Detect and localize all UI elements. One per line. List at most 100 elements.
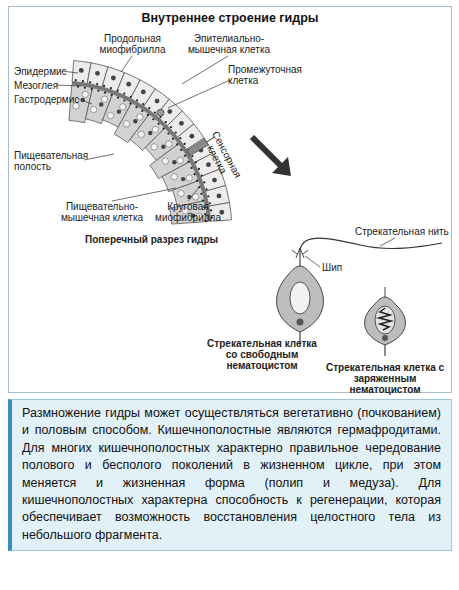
longitudinal-myofibril <box>82 80 84 82</box>
vacuole <box>137 114 143 120</box>
longitudinal-myofibril <box>201 175 203 177</box>
vacuole <box>177 157 183 163</box>
nucleus <box>148 131 152 135</box>
longitudinal-myofibril <box>75 79 77 81</box>
vacuole <box>101 96 107 102</box>
circular-myofibril <box>141 110 143 112</box>
longitudinal-myofibril <box>209 202 211 204</box>
part-label: Шип <box>322 262 352 273</box>
circular-myofibril <box>147 114 149 116</box>
circular-myofibril <box>117 96 119 98</box>
longitudinal-myofibril <box>191 155 193 157</box>
cnidocyte-free <box>277 238 442 346</box>
nucleus <box>161 145 165 149</box>
nucleus <box>133 119 137 123</box>
part-label: Гастродермис <box>14 94 84 105</box>
nucleus <box>95 71 100 76</box>
nucleus <box>155 99 160 104</box>
cnidocyte-charged <box>365 287 406 356</box>
nucleus <box>141 89 146 94</box>
longitudinal-myofibril <box>142 103 144 105</box>
longitudinal-myofibril <box>210 209 212 211</box>
circular-myofibril <box>84 87 86 89</box>
direction-arrow <box>252 137 291 176</box>
hydra-section <box>69 61 232 225</box>
circular-myofibril <box>158 123 160 125</box>
longitudinal-myofibril <box>110 87 112 89</box>
longitudinal-myofibril <box>198 168 200 170</box>
nucleus <box>172 160 176 164</box>
circular-myofibril <box>176 143 178 145</box>
vacuole <box>171 173 177 179</box>
longitudinal-myofibril <box>117 90 119 92</box>
circular-myofibril <box>163 127 165 129</box>
part-label: Пищевательно-мышечная клетка <box>58 201 146 223</box>
part-label: Пищевательная полость <box>14 150 86 172</box>
circular-myofibril <box>196 180 198 182</box>
longitudinal-myofibril <box>96 83 98 85</box>
vacuole <box>162 158 168 164</box>
longitudinal-myofibril <box>103 85 105 87</box>
longitudinal-myofibril <box>203 181 205 183</box>
part-label: Поперечный разрез гидры <box>85 234 225 245</box>
vacuole <box>82 91 88 97</box>
nucleus <box>126 82 131 87</box>
nucleus <box>217 194 222 199</box>
nucleus <box>117 109 121 113</box>
longitudinal-myofibril <box>195 161 197 163</box>
part-label: Продольная миофибрилла <box>95 33 170 55</box>
longitudinal-myofibril <box>207 195 209 197</box>
longitudinal-myofibril <box>136 99 138 101</box>
body-text: Размножение гидры может осуществляться в… <box>22 405 441 544</box>
longitudinal-myofibril <box>123 93 125 95</box>
longitudinal-myofibril <box>175 131 177 133</box>
part-label: Промежуточная клетка <box>228 64 300 86</box>
circular-myofibril <box>129 103 131 105</box>
vacuole <box>166 141 172 147</box>
longitudinal-myofibril <box>130 96 132 98</box>
vacuole <box>107 112 113 118</box>
part-label: Стрекательная нить <box>355 226 450 237</box>
longitudinal-myofibril <box>205 188 207 190</box>
circular-myofibril <box>200 193 202 195</box>
part-label: Стрекательная клетка со свободным немато… <box>200 338 324 371</box>
longitudinal-myofibril <box>89 81 91 83</box>
longitudinal-myofibril <box>148 107 150 109</box>
circular-myofibril <box>104 92 106 94</box>
figure-frame <box>9 7 452 393</box>
nucleus <box>167 109 172 114</box>
part-label: Круговая миофибрилла <box>152 201 224 223</box>
vacuole <box>178 190 184 196</box>
nucleus <box>99 102 103 106</box>
figure-title: Внутреннее строение гидры <box>8 11 452 25</box>
nucleus <box>179 121 184 126</box>
circular-myofibril <box>167 132 169 134</box>
nucleus <box>212 178 217 183</box>
circular-myofibril <box>111 94 113 96</box>
longitudinal-myofibril <box>154 111 156 113</box>
leader-lines <box>56 56 395 267</box>
circular-myofibril <box>180 149 182 151</box>
sensory-cell <box>187 139 208 155</box>
longitudinal-myofibril <box>170 126 172 128</box>
circular-myofibril <box>97 90 99 92</box>
longitudinal-myofibril <box>184 143 186 145</box>
nucleus <box>79 68 84 73</box>
circular-myofibril <box>184 155 186 157</box>
vacuole <box>152 126 158 132</box>
longitudinal-myofibril <box>165 121 167 123</box>
circular-myofibril <box>172 138 174 140</box>
text-box: Размножение гидры может осуществляться в… <box>8 399 452 551</box>
vacuole <box>123 121 129 127</box>
part-label: Стрекательная клетка с заряженным немато… <box>318 362 452 395</box>
part-label: Мезоглея <box>14 80 74 91</box>
interstitial-cell <box>157 109 164 116</box>
vacuole <box>151 144 157 150</box>
part-label: Эпидермис <box>14 66 74 77</box>
part-label: Эпителиально-мышечная клетка <box>183 33 275 55</box>
circular-myofibril <box>193 173 195 175</box>
circular-myofibril <box>135 106 137 108</box>
nucleus <box>206 162 211 167</box>
nucleus <box>189 134 194 139</box>
circular-myofibril <box>91 88 93 90</box>
